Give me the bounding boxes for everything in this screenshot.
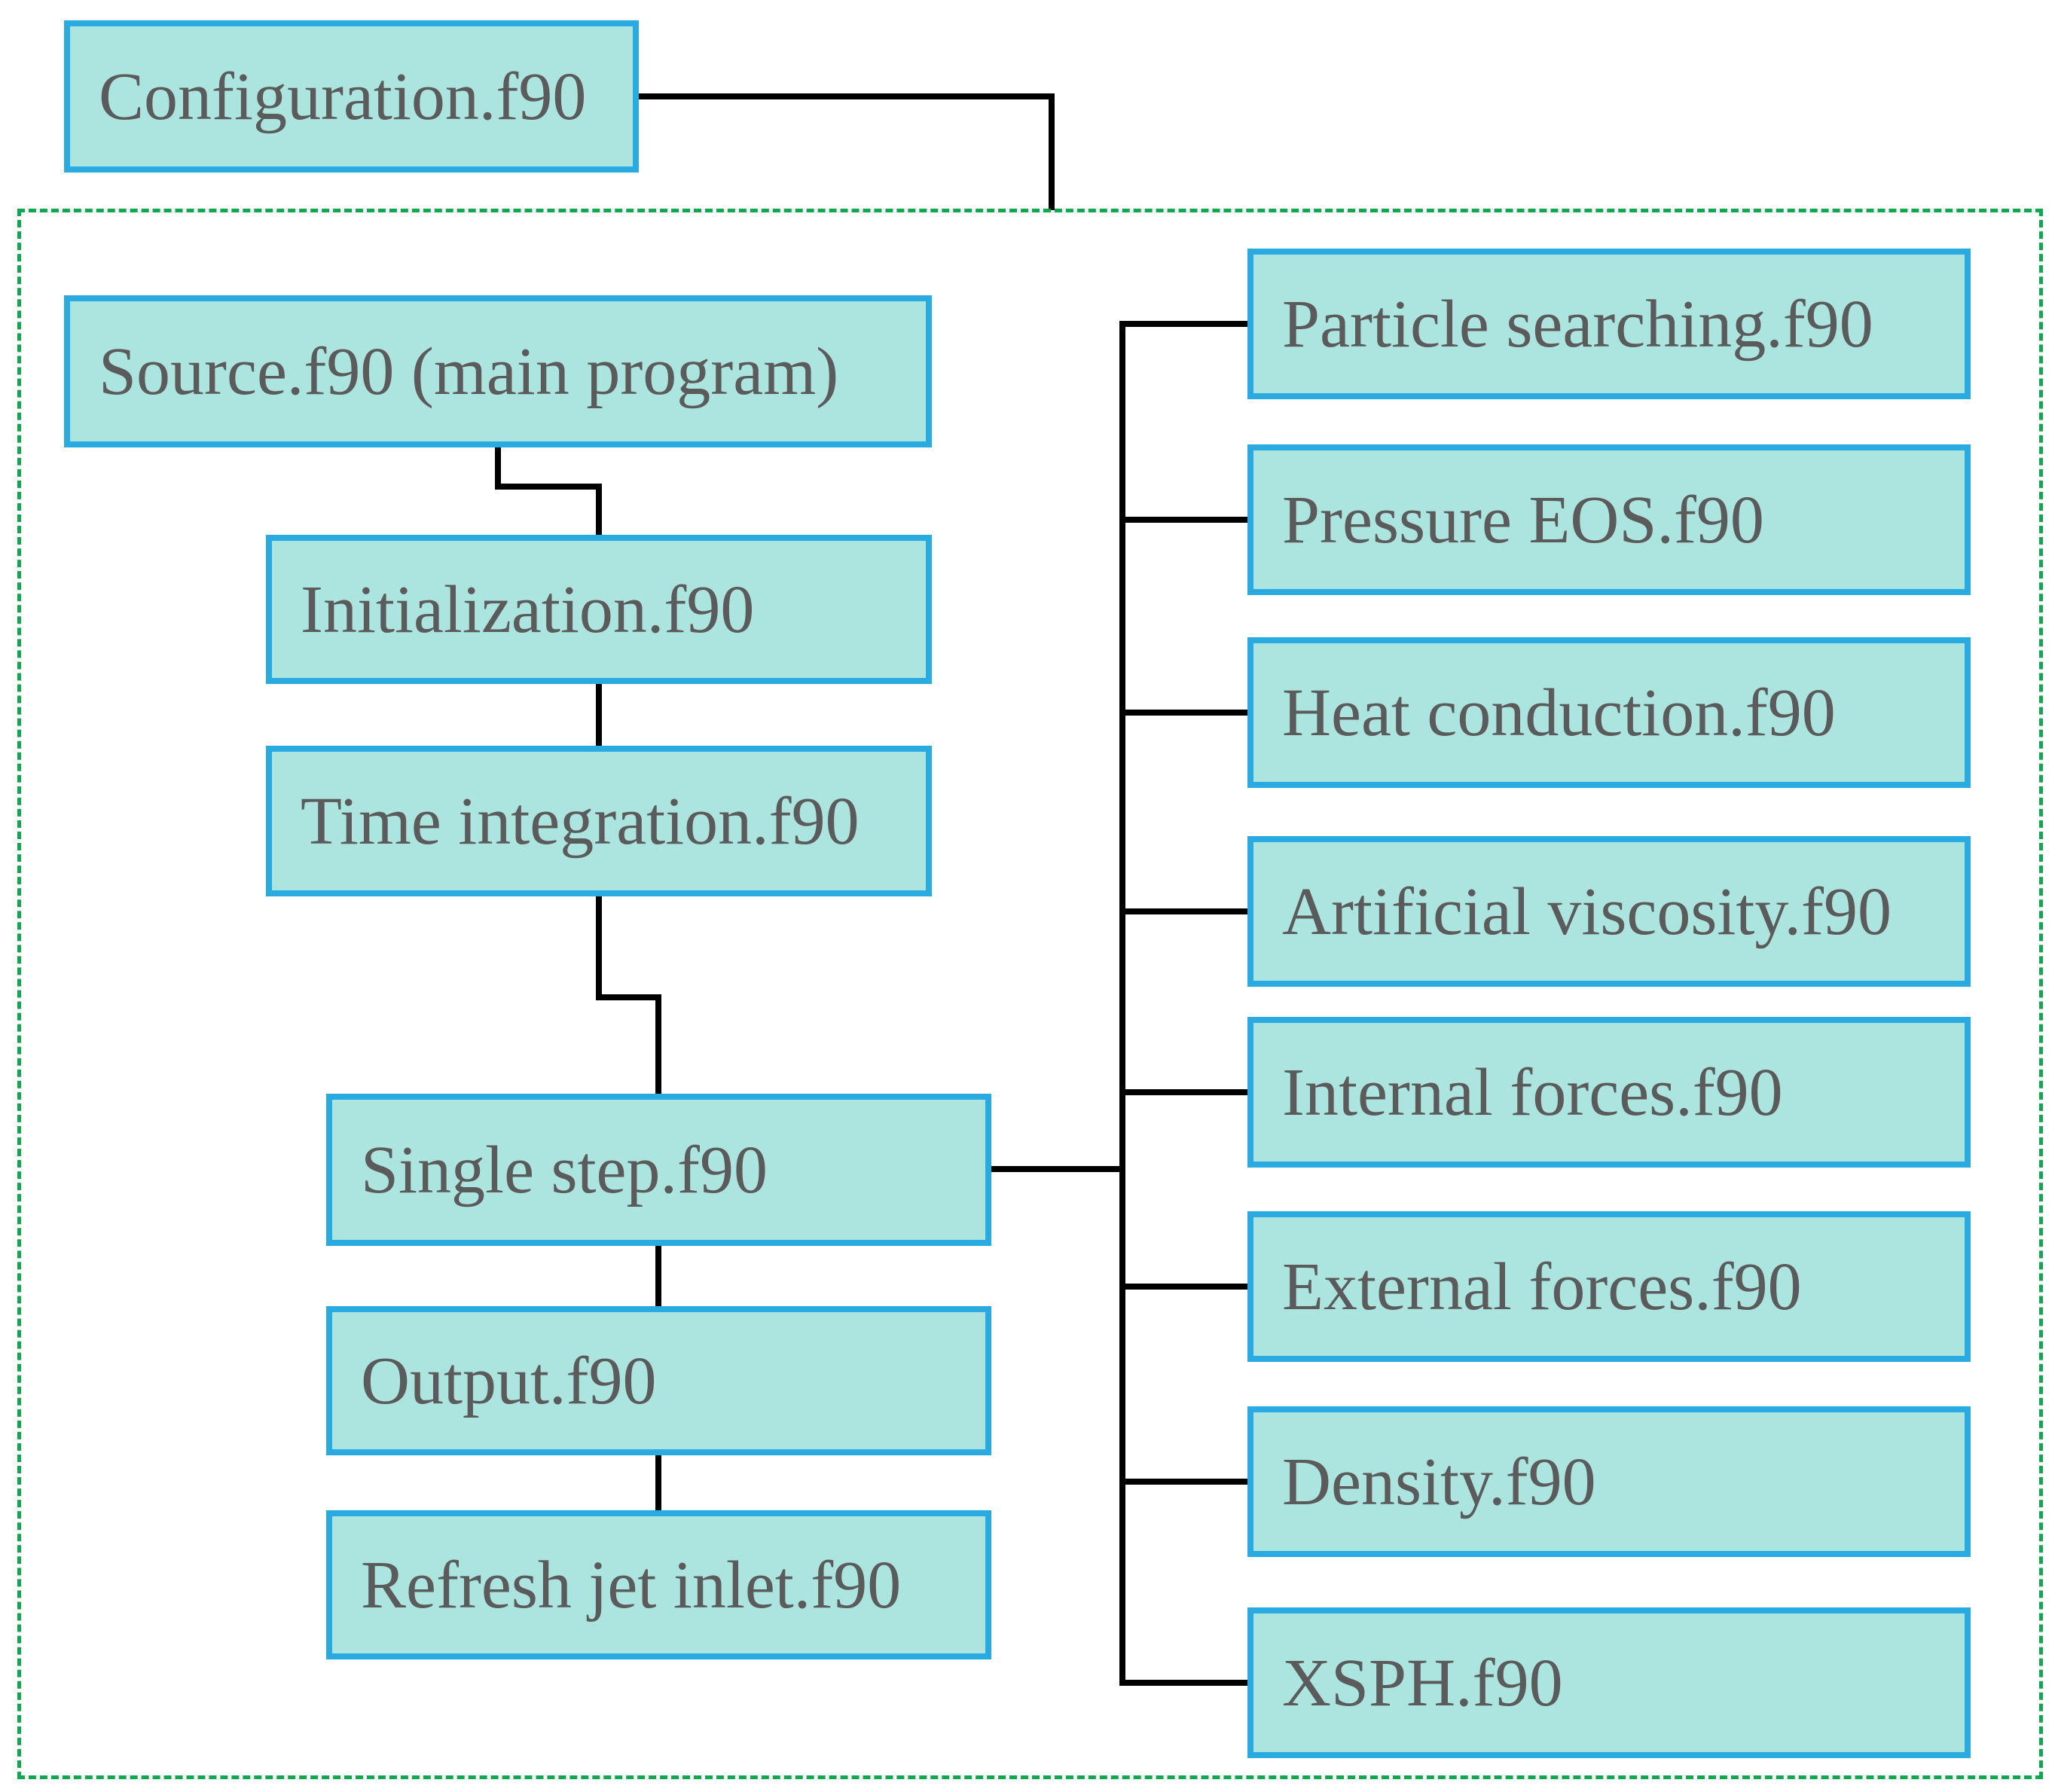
node-output: Output.f90 bbox=[326, 1306, 991, 1455]
node-label: External forces.f90 bbox=[1282, 1249, 1802, 1324]
node-label: Single step.f90 bbox=[361, 1132, 768, 1207]
node-label: XSPH.f90 bbox=[1282, 1645, 1563, 1720]
node-label: Initialization.f90 bbox=[301, 572, 755, 647]
node-label: Output.f90 bbox=[361, 1343, 657, 1418]
node-refresh-jet-inlet: Refresh jet inlet.f90 bbox=[326, 1510, 991, 1659]
node-label: Heat conduction.f90 bbox=[1282, 675, 1836, 750]
node-label: Source.f90 (main program) bbox=[99, 334, 839, 409]
node-configuration: Configuration.f90 bbox=[64, 20, 639, 172]
node-label: Time integration.f90 bbox=[301, 783, 860, 859]
node-source-main-program: Source.f90 (main program) bbox=[64, 295, 932, 447]
node-initialization: Initialization.f90 bbox=[266, 535, 932, 684]
node-label: Configuration.f90 bbox=[99, 59, 587, 134]
node-label: Refresh jet inlet.f90 bbox=[361, 1547, 902, 1623]
node-label: Internal forces.f90 bbox=[1282, 1055, 1783, 1130]
connector-configuration-to-group bbox=[639, 93, 1055, 210]
node-single-step: Single step.f90 bbox=[326, 1094, 991, 1246]
node-internal-forces: Internal forces.f90 bbox=[1247, 1017, 1971, 1168]
node-particle-searching: Particle searching.f90 bbox=[1247, 249, 1971, 399]
node-external-forces: External forces.f90 bbox=[1247, 1211, 1971, 1362]
node-density: Density.f90 bbox=[1247, 1406, 1971, 1557]
node-heat-conduction: Heat conduction.f90 bbox=[1247, 637, 1971, 788]
node-label: Pressure EOS.f90 bbox=[1282, 482, 1764, 557]
node-xsph: XSPH.f90 bbox=[1247, 1607, 1971, 1758]
node-time-integration: Time integration.f90 bbox=[266, 746, 932, 896]
node-label: Artificial viscosity.f90 bbox=[1282, 874, 1892, 949]
module-group-outline bbox=[17, 209, 2043, 1779]
node-artificial-viscosity: Artificial viscosity.f90 bbox=[1247, 836, 1971, 987]
node-label: Density.f90 bbox=[1282, 1444, 1596, 1519]
node-label: Particle searching.f90 bbox=[1282, 286, 1873, 362]
node-pressure-eos: Pressure EOS.f90 bbox=[1247, 444, 1971, 595]
